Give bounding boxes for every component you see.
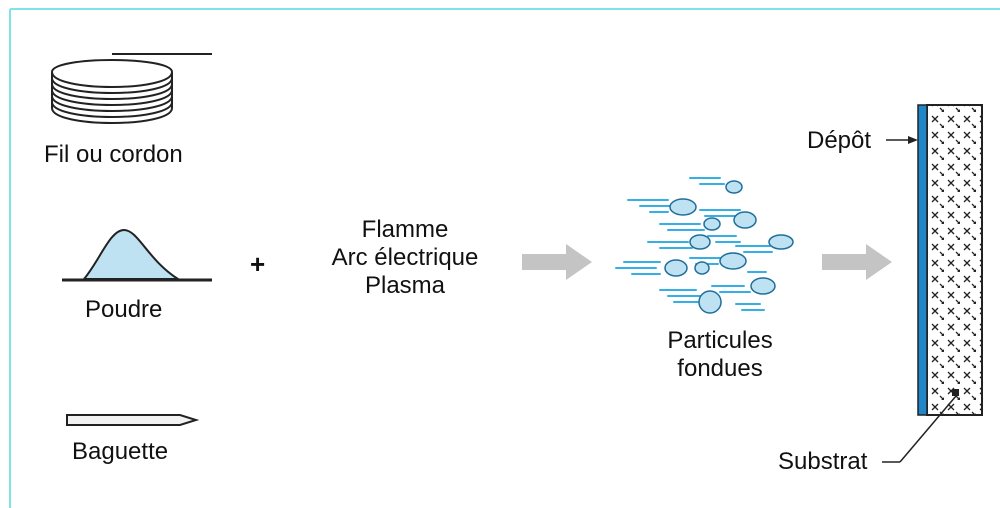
plus-sign: + [250, 249, 266, 279]
powder-heap-icon [62, 228, 212, 282]
heat-source-arc: Arc électrique [331, 244, 479, 271]
coating-layer [917, 104, 928, 416]
arrow-right-icon [822, 244, 892, 280]
substrate-block [926, 104, 983, 416]
substrate-leader-line [882, 389, 959, 463]
rod-label: Baguette [72, 438, 169, 465]
powder-label: Poudre [85, 296, 163, 323]
coating-label: Dépôt [807, 127, 872, 154]
wire-coil-icon [51, 53, 212, 124]
heat-source-plasma: Plasma [364, 272, 446, 299]
substrate-label: Substrat [778, 448, 868, 475]
arrow-right-icon [522, 244, 592, 280]
particles-label-line2: fondues [677, 355, 763, 382]
heat-source-labels: Flamme Arc électrique Plasma [300, 216, 510, 300]
molten-particles-icon [615, 177, 794, 314]
coating-leader-line [886, 136, 918, 144]
wire-label: Fil ou cordon [44, 141, 183, 168]
particles-label-line1: Particules [667, 327, 773, 354]
rod-icon [66, 414, 200, 426]
particles-labels: Particules fondues [630, 327, 810, 383]
heat-source-flame: Flamme [361, 216, 449, 243]
